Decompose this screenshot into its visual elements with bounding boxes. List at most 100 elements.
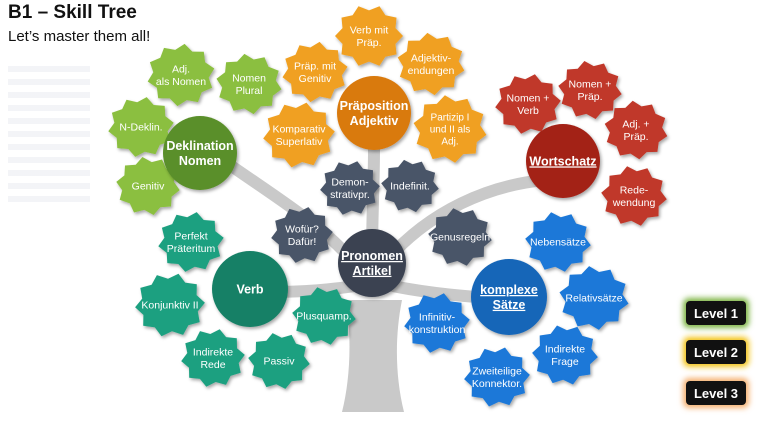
leaf-shape (320, 161, 380, 215)
leaf-shape (413, 95, 487, 163)
leaf-verb-mit-praep-label-line: Verb mit (350, 25, 389, 37)
leaf-shape (495, 74, 561, 134)
leaf-wofuer[interactable]: Wofür?Dafür! (271, 207, 333, 263)
leaf-shape (116, 157, 180, 215)
leaf-komparativ-label-line: Komparativ (272, 124, 326, 136)
leaf-nomen-verb-label-line: Nomen + (507, 93, 550, 105)
hub-circle (337, 76, 411, 150)
page-subtitle: Let’s master them all! (8, 28, 151, 45)
leaf-n-deklin-label-line: N-Deklin. (119, 122, 162, 134)
leaf-nomen-verb-label-line: Verb (517, 105, 539, 117)
leaf-genusregeln-label-line: Genusregeln (430, 232, 490, 244)
leaf-adj-praep-label-line: Präp. (623, 131, 648, 143)
leaf-partizip-label-line: und II als (430, 125, 471, 136)
leaf-genitiv-label-line: Genitiv (132, 181, 165, 193)
leaf-partizip-label-line: Partizip I (431, 113, 470, 124)
leaf-n-deklin[interactable]: N-Deklin. (108, 97, 174, 157)
leaf-adj-als-nomen-label-line: als Nomen (156, 76, 206, 88)
legend-level-3: Level 3 (686, 381, 746, 405)
leaf-passiv[interactable]: Passiv (248, 333, 310, 389)
hub-wortschatz-label-line: Wortschatz (529, 154, 596, 168)
leaf-infinitiv-label-line: konstruktion (409, 324, 466, 336)
leaf-nomen-verb[interactable]: Nomen +Verb (495, 74, 561, 134)
hub-wortschatz[interactable]: Wortschatz (526, 124, 600, 198)
leaf-shape (428, 208, 492, 266)
legend-level-1: Level 1 (686, 301, 746, 325)
hub-circle (338, 229, 406, 297)
hub-komplexe-label-line: Sätze (493, 298, 526, 312)
hub-komplexe-label-line: komplexe (480, 283, 538, 297)
legend-level-1-label: Level 1 (693, 305, 739, 321)
leaf-adj-praep[interactable]: Adj. +Präp. (604, 100, 668, 160)
leaf-relativsaetze[interactable]: Relativsätze (559, 266, 629, 330)
leaf-passiv-label-line: Passiv (264, 356, 296, 368)
leaf-shape (282, 41, 348, 103)
leaf-adjektivendungen[interactable]: Adjektiv-endungen (397, 32, 465, 96)
hub-pronomen-label-line: Pronomen (341, 249, 403, 263)
leaf-nomen-plural-label-line: Plural (236, 85, 263, 97)
leaf-shape (335, 6, 403, 66)
leaf-shape (558, 61, 622, 119)
leaf-redewendung-label-line: Rede- (620, 185, 649, 197)
legend-level-3-label: Level 3 (693, 385, 739, 401)
leaf-shape (381, 159, 439, 213)
leaf-shape (216, 53, 282, 115)
leaf-shape (181, 329, 245, 387)
leaf-genusregeln[interactable]: Genusregeln (428, 208, 492, 266)
leaf-demonstrativpr-label-line: Demon- (331, 177, 369, 189)
leaf-genitiv[interactable]: Genitiv (116, 157, 180, 215)
leaf-perfekt-label-line: Perfekt (174, 231, 207, 243)
leaf-plusquamp[interactable]: Plusquamp. (292, 287, 356, 345)
leaf-adj-praep-label-line: Adj. + (622, 119, 649, 131)
leaf-konjunktiv[interactable]: Konjunktiv II (135, 273, 205, 337)
legend-level-2: Level 2 (686, 340, 746, 364)
hub-pronomen-label-line: Artikel (353, 264, 392, 278)
leaf-komparativ-label-line: Superlativ (276, 136, 323, 148)
leaf-shape (525, 212, 591, 272)
leaf-shape (464, 347, 530, 407)
leaf-shape (271, 207, 333, 263)
leaf-adj-als-nomen[interactable]: Adj.als Nomen (147, 43, 215, 107)
hub-praeposition-label-line: Adjektiv (350, 114, 399, 128)
hub-verb[interactable]: Verb (212, 251, 288, 327)
leaf-shape (601, 166, 667, 226)
leaf-nomen-praep[interactable]: Nomen +Präp. (558, 61, 622, 119)
leaf-nomen-praep-label-line: Präp. (577, 91, 602, 103)
leaf-infinitiv[interactable]: Infinitiv-konstruktion (404, 293, 470, 353)
tree-branch (379, 174, 551, 268)
leaf-indefinit[interactable]: Indefinit. (381, 159, 439, 213)
page-title: B1 – Skill Tree (8, 2, 137, 23)
leaf-plusquamp-label-line: Plusquamp. (296, 311, 351, 323)
leaf-shape (604, 100, 668, 160)
hub-praeposition-label-line: Präposition (340, 99, 409, 113)
leaf-indefinit-label-line: Indefinit. (390, 181, 430, 193)
hub-circle (471, 259, 547, 335)
leaf-shape (135, 273, 205, 337)
leaf-partizip-label-line: Adj. (441, 136, 458, 147)
leaf-nebensaetze[interactable]: Nebensätze (525, 212, 591, 272)
hub-circle (163, 116, 237, 190)
leaf-adjektivendungen-label-line: Adjektiv- (411, 53, 452, 65)
leaf-nomen-plural-label-line: Nomen (232, 73, 266, 85)
leaf-shape (248, 333, 310, 389)
leaf-redewendung[interactable]: Rede-wendung (601, 166, 667, 226)
leaf-demonstrativpr[interactable]: Demon-strativpr. (320, 161, 380, 215)
leaf-shape (158, 212, 224, 272)
leaf-shape (263, 102, 335, 168)
leaf-indirekte-rede-label-line: Rede (200, 359, 225, 371)
leaf-nebensaetze-label-line: Nebensätze (530, 237, 586, 249)
leaf-adjektivendungen-label-line: endungen (408, 65, 455, 77)
